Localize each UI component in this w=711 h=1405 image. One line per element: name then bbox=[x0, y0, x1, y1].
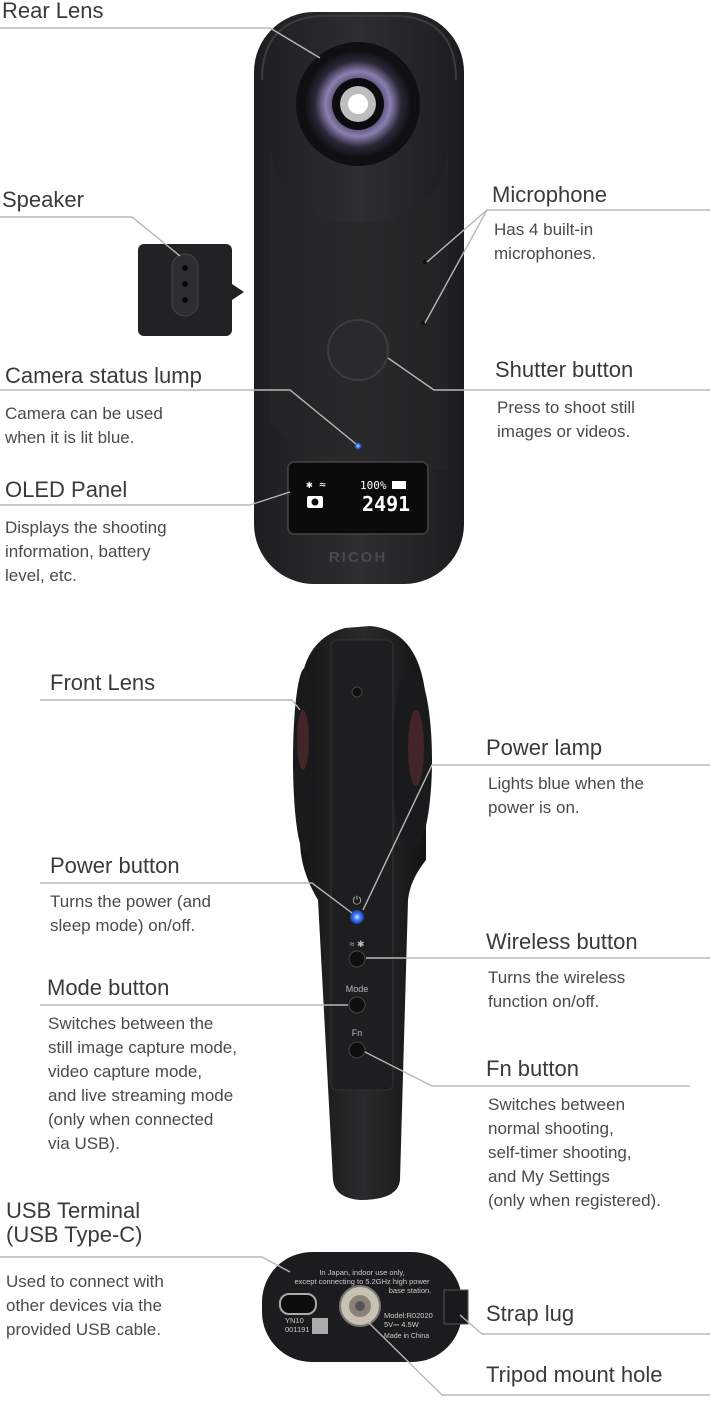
fn-button-desc: Switches between normal shooting, self-t… bbox=[488, 1095, 661, 1210]
usb-terminal bbox=[279, 1293, 317, 1315]
usb-desc: Used to connect with other devices via t… bbox=[6, 1272, 164, 1339]
camera-status-desc: Camera can be used when it is lit blue. bbox=[5, 404, 163, 447]
bottom-yn-line: 001191 bbox=[285, 1325, 309, 1334]
power-lamp-desc: Lights blue when the power is on. bbox=[488, 774, 644, 817]
side-camera-body bbox=[293, 626, 432, 1200]
camera-status-lamp bbox=[354, 442, 362, 450]
bluetooth-wifi-icon: ✱ ≈ bbox=[306, 478, 326, 491]
oled-title: OLED Panel bbox=[5, 477, 128, 502]
tripod-title: Tripod mount hole bbox=[486, 1362, 663, 1387]
bottom-notice-line: base station. bbox=[389, 1286, 432, 1295]
microphone-desc: Has 4 built-in microphones. bbox=[494, 220, 597, 263]
shutter-button bbox=[327, 319, 389, 381]
usb-title: USB Terminal (USB Type-C) bbox=[6, 1198, 143, 1247]
oled-battery-text: 100% bbox=[360, 479, 387, 492]
bottom-model-line: Model:R02020 bbox=[384, 1311, 433, 1320]
speaker-inset bbox=[138, 244, 244, 336]
strap-lug-title: Strap lug bbox=[486, 1301, 575, 1326]
rear-lens-title: Rear Lens bbox=[2, 0, 104, 23]
svg-text:≈ ✱: ≈ ✱ bbox=[350, 939, 365, 949]
power-button-title: Power button bbox=[50, 853, 180, 878]
mode-button-desc: Switches between the still image capture… bbox=[48, 1014, 237, 1153]
shutter-desc: Press to shoot still images or videos. bbox=[497, 398, 635, 441]
qr-code bbox=[312, 1318, 328, 1334]
battery-icon bbox=[392, 481, 406, 489]
mode-label: Mode bbox=[346, 984, 369, 994]
oled-shot-count: 2491 bbox=[362, 492, 410, 516]
rear-camera-body bbox=[254, 12, 464, 584]
rear-lens bbox=[296, 42, 420, 166]
fn-button-title: Fn button bbox=[486, 1056, 579, 1081]
microphone-title: Microphone bbox=[492, 182, 607, 207]
power-lamp bbox=[350, 910, 364, 924]
wireless-button bbox=[348, 950, 366, 968]
camera-status-title: Camera status lump bbox=[5, 363, 202, 388]
power-lamp-title: Power lamp bbox=[486, 735, 603, 760]
speaker-title: Speaker bbox=[2, 187, 84, 212]
bottom-yn-line: YN10 bbox=[285, 1316, 304, 1325]
oled-panel: ✱ ≈ 100% 2491 bbox=[287, 461, 429, 535]
bottom-notice-line: except connecting to 5.2GHz high power bbox=[294, 1277, 430, 1286]
fn-button bbox=[348, 1041, 366, 1059]
wireless-button-title: Wireless button bbox=[486, 929, 638, 954]
front-lens-title: Front Lens bbox=[50, 670, 156, 695]
mode-button bbox=[348, 996, 366, 1014]
svg-text:⏻: ⏻ bbox=[353, 895, 362, 907]
bottom-notice-line: In Japan, indoor use only, bbox=[319, 1268, 404, 1277]
side-buttons: ⏻ ≈ ✱ Mode Fn bbox=[346, 895, 369, 1059]
ricoh-logo: RICOH bbox=[329, 549, 387, 566]
fn-label: Fn bbox=[352, 1028, 363, 1038]
shutter-title: Shutter button bbox=[495, 357, 634, 382]
wireless-button-desc: Turns the wireless function on/off. bbox=[488, 968, 626, 1011]
bottom-camera: In Japan, indoor use only, except connec… bbox=[262, 1252, 469, 1362]
leader-lines bbox=[0, 27, 710, 1396]
mode-button-title: Mode button bbox=[47, 975, 170, 1000]
oled-desc: Displays the shooting information, batte… bbox=[5, 518, 167, 585]
bottom-origin: Made in China bbox=[384, 1333, 429, 1340]
bottom-model-line: 5V⎓ 4.5W bbox=[384, 1320, 420, 1329]
power-button-desc: Turns the power (and sleep mode) on/off. bbox=[50, 892, 211, 935]
microphone-holes bbox=[420, 259, 428, 326]
